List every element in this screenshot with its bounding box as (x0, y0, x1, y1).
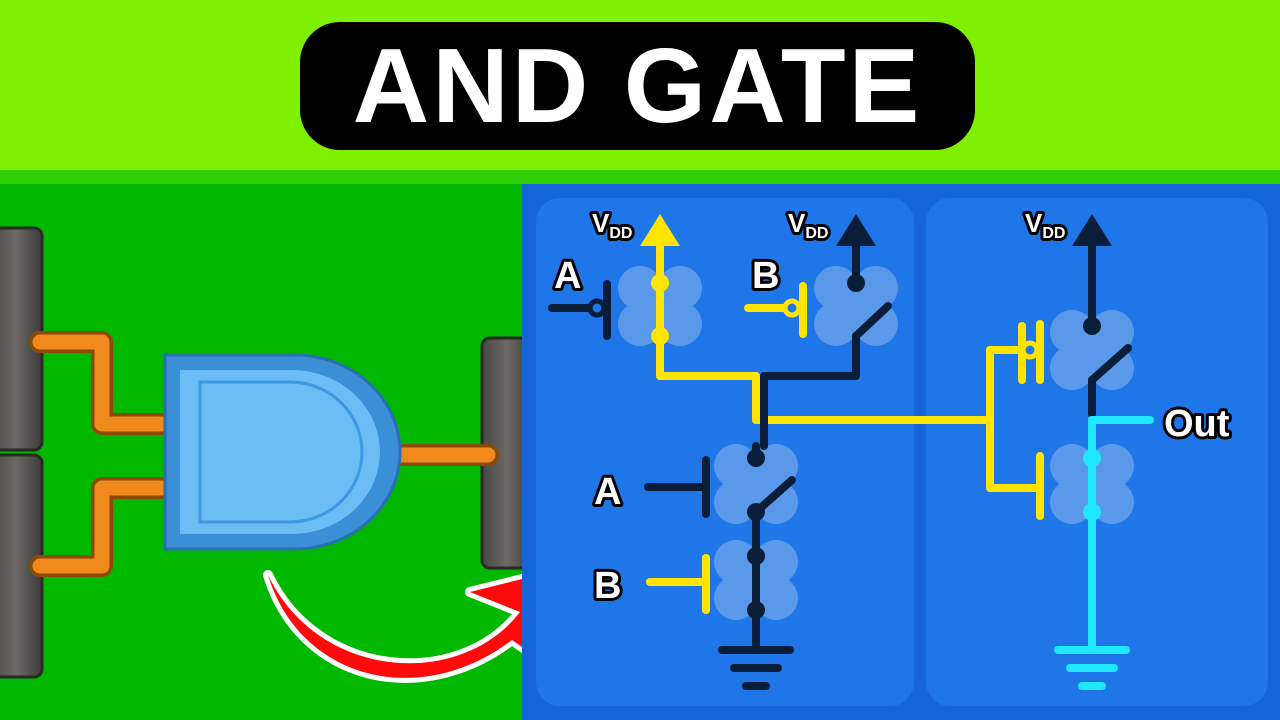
input-b-label-bottom: B (594, 565, 621, 607)
vdd-arrow-icon (640, 214, 680, 246)
dark-bubble-a (587, 298, 607, 318)
circuit-scene: VDD VDD VDD A B A B Out (0, 184, 1280, 720)
output-label: Out (1164, 403, 1230, 445)
input-a-label-bottom: A (594, 471, 621, 513)
vdd-label-1: VDD (592, 208, 632, 242)
vdd-arrow-icon-2 (836, 214, 876, 246)
vdd-arrow-icon-3 (1072, 214, 1112, 246)
input-wires (29, 331, 499, 577)
ground-icon-output (1054, 646, 1130, 690)
yellow-bubble-b (782, 298, 802, 318)
cyan-nodes (1083, 449, 1101, 521)
title-backdrop (300, 22, 975, 150)
input-a-label-top: A (554, 255, 581, 297)
yellow-gate-marks (702, 282, 1044, 614)
vdd-label-2: VDD (788, 208, 828, 242)
ground-icon (718, 646, 794, 690)
page-title: AND GATE (352, 27, 923, 145)
yellow-bubble-inv (1020, 340, 1040, 360)
vdd-label-3: VDD (1025, 208, 1065, 242)
dark-gate-marks (603, 280, 710, 518)
banner-divider (0, 170, 1280, 184)
yellow-nodes (651, 274, 669, 345)
input-b-label-top: B (752, 255, 779, 297)
dark-nodes (747, 274, 1101, 619)
and-gate-icon (163, 353, 402, 551)
